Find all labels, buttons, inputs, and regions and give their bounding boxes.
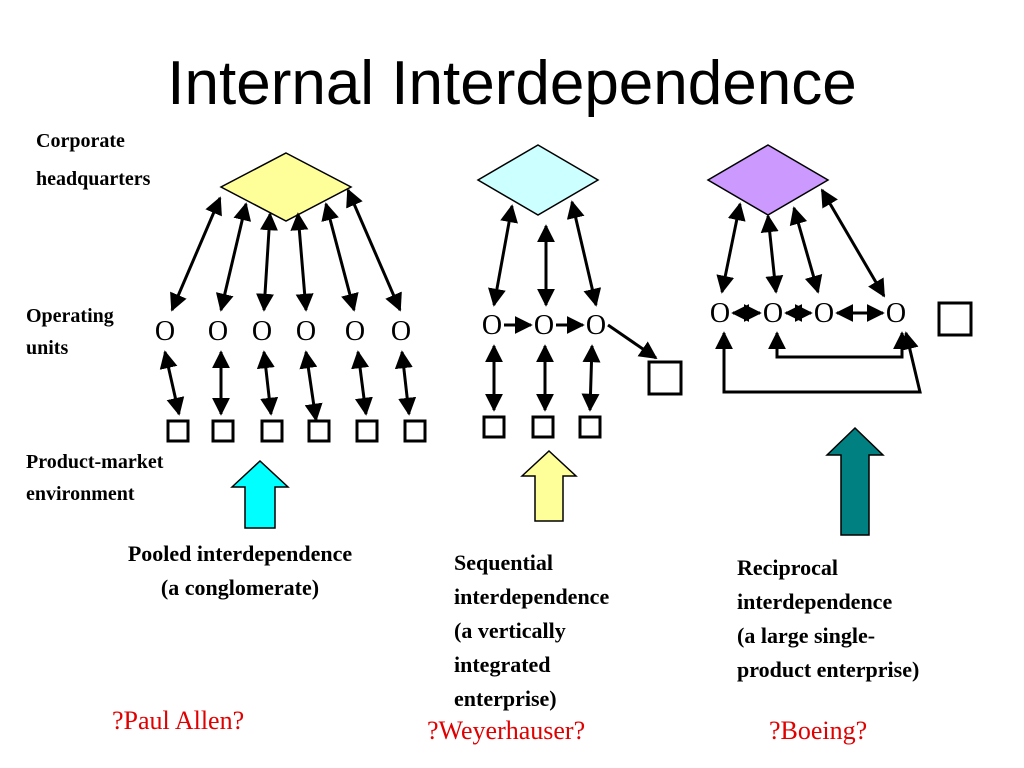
sequential-caption-line-3: (a vertically (454, 618, 566, 643)
reciprocal-caption-line-1: Reciprocal (737, 555, 839, 580)
sequential-unit-2: O (534, 310, 554, 341)
reciprocal-market-box (937, 301, 973, 337)
reciprocal-example: ?Boeing? (769, 716, 868, 745)
reciprocal-hq-diamond (706, 144, 830, 216)
label-environment: environment (26, 483, 135, 505)
reciprocal-unit-1: O (710, 298, 730, 329)
label-operating: Operating (26, 305, 114, 327)
label-units: units (26, 337, 69, 359)
pooled-market-boxes (166, 419, 427, 443)
reciprocal-unit-4: O (886, 298, 906, 329)
reciprocal-unit-3: O (814, 298, 834, 329)
page-title: Internal Interdependence (167, 49, 857, 118)
reciprocal-caption: Reciprocal interdependence (a large sing… (737, 551, 919, 687)
reciprocal-hq-links (716, 188, 886, 298)
reciprocal-up-arrow (825, 426, 885, 536)
pooled-caption: Pooled interdependence (a conglomerate) (82, 537, 398, 605)
reciprocal-unit-symbols: O O O O (710, 298, 906, 329)
sequential-unit-3: O (586, 310, 606, 341)
reciprocal-caption-line-3: (a large single- (737, 623, 876, 648)
pooled-unit-3: O (252, 316, 272, 347)
label-product-market-environment: Product-market environment (26, 446, 163, 510)
pooled-unit-symbols: O O O O O O (155, 316, 411, 347)
sequential-caption-line-2: interdependence (454, 584, 610, 609)
pooled-unit-5: O (345, 316, 365, 347)
pooled-hq-links (170, 188, 402, 312)
pooled-up-arrow (230, 459, 290, 529)
reciprocal-caption-line-2: interdependence (737, 589, 893, 614)
reciprocal-unit-2: O (763, 298, 783, 329)
label-headquarters: headquarters (36, 168, 151, 190)
pooled-unit-6: O (391, 316, 411, 347)
label-product-market: Product-market (26, 451, 164, 473)
sequential-chain-links (504, 316, 658, 360)
sequential-hq-links (488, 200, 602, 307)
sequential-caption-line-5: enterprise) (454, 686, 557, 711)
pooled-example: ?Paul Allen? (112, 706, 245, 735)
pooled-caption-line-1: Pooled interdependence (127, 541, 353, 566)
pooled-hq-diamond (219, 152, 353, 222)
sequential-unit-symbols: O O O (482, 310, 606, 341)
reciprocal-feedback-loops (715, 331, 922, 394)
label-corporate: Corporate (36, 130, 125, 152)
sequential-caption-line-1: Sequential (454, 550, 554, 575)
pooled-market-links (159, 350, 417, 422)
pooled-caption-line-2: (a conglomerate) (160, 575, 320, 600)
sequential-up-arrow (520, 449, 578, 522)
sequential-caption-line-4: integrated (454, 652, 551, 677)
sequential-hq-diamond (476, 144, 600, 216)
reciprocal-caption-line-4: product enterprise) (737, 657, 920, 682)
sequential-unit-1: O (482, 310, 502, 341)
sequential-market-links (485, 344, 601, 412)
label-corporate-headquarters: Corporate headquarters (36, 122, 150, 198)
label-operating-units: Operating units (26, 300, 114, 364)
sequential-market-boxes (482, 360, 683, 439)
pooled-unit-2: O (208, 316, 228, 347)
sequential-caption: Sequential interdependence (a vertically… (454, 546, 609, 716)
pooled-unit-4: O (296, 316, 316, 347)
sequential-example: ?Weyerhauser? (427, 716, 586, 745)
pooled-unit-1: O (155, 316, 175, 347)
